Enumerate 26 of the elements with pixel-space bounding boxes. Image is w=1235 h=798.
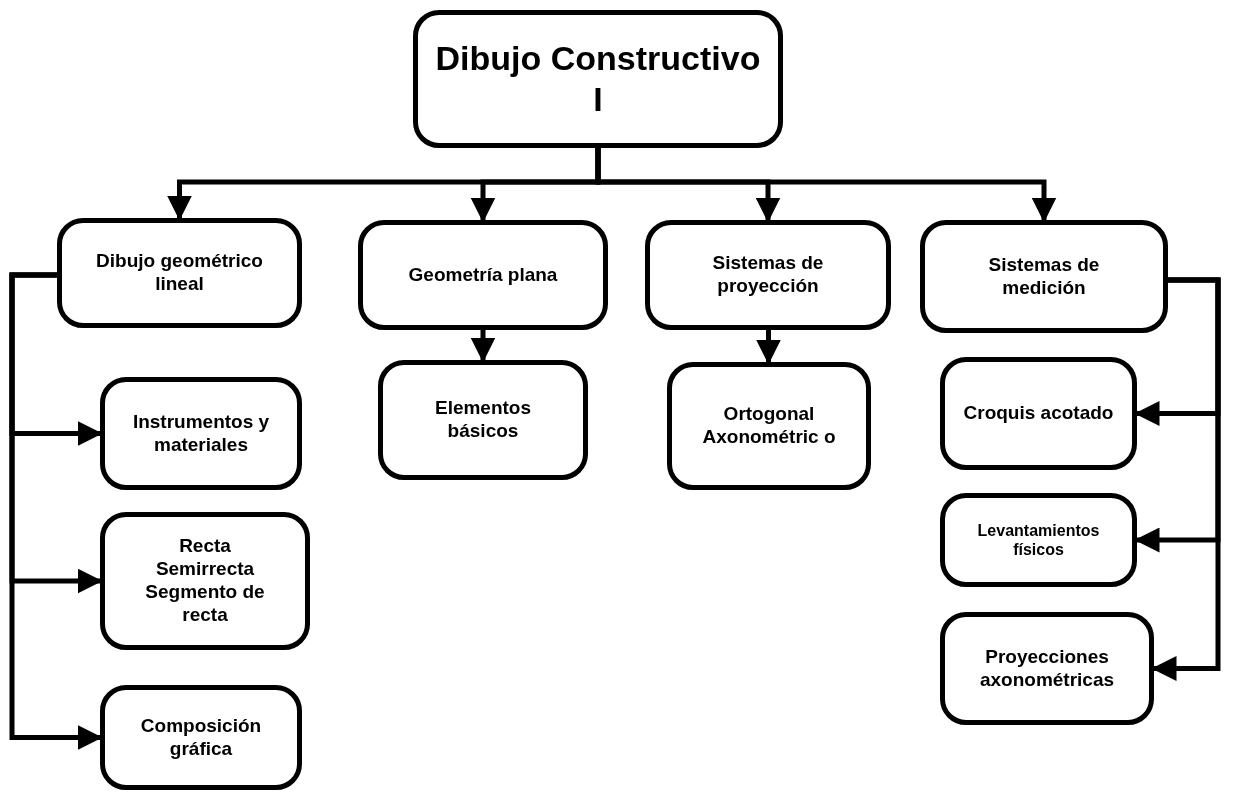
node-label: Composición gráfica — [139, 714, 263, 761]
concept-box — [413, 10, 783, 148]
node-label: Geometría plana — [408, 263, 558, 287]
concept-box — [100, 377, 302, 490]
concept-box — [940, 493, 1137, 587]
concept-box — [378, 360, 588, 480]
concept-box — [667, 362, 871, 490]
node-label: Sistemas de proyección — [711, 252, 825, 298]
node-label: Levantamientos físicos — [976, 520, 1101, 560]
node-label: Ortogonal Axonométric o — [701, 403, 837, 449]
node-label: Elementos básicos — [433, 397, 533, 443]
node-label: Dibujo Constructivo I — [434, 38, 762, 120]
concept-box — [940, 357, 1137, 470]
concept-box — [645, 220, 891, 330]
concept-box — [940, 612, 1154, 725]
concept-box — [57, 218, 302, 328]
node-label: Proyecciones axonométricas — [978, 645, 1116, 692]
concept-box — [358, 220, 608, 330]
node-label: Croquis acotado — [963, 402, 1114, 425]
node-label: Instrumentos y materiales — [131, 410, 271, 457]
concept-box — [920, 220, 1168, 333]
node-label: Dibujo geométrico lineal — [95, 250, 264, 296]
concept-box — [100, 512, 310, 650]
node-label: Recta Semirrecta Segmento de recta — [144, 535, 266, 627]
concept-box — [100, 685, 302, 790]
node-label: Sistemas de medición — [987, 253, 1101, 300]
